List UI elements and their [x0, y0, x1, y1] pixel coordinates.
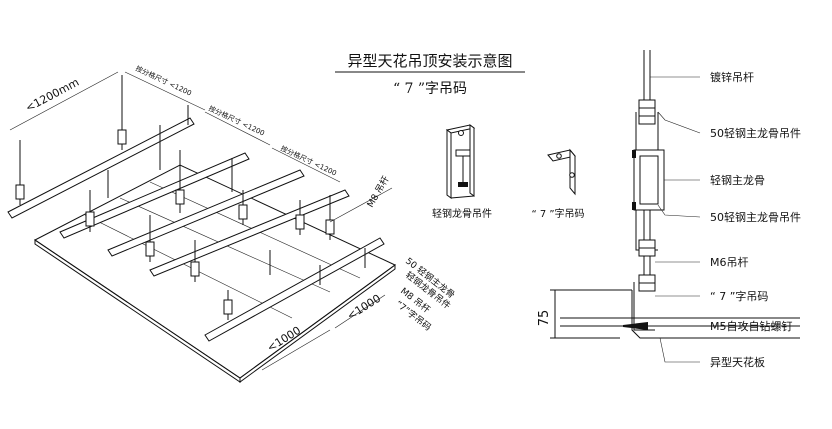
main-keel-4	[149, 189, 350, 277]
panel-edge-right	[239, 264, 396, 383]
hanger-clips	[15, 129, 335, 315]
dim-1200-label: <1200mm	[23, 76, 81, 115]
hanger-slot	[455, 149, 471, 157]
nut	[638, 115, 656, 125]
clip	[117, 129, 127, 145]
hanger-bottom	[450, 195, 475, 199]
panel-bend	[631, 290, 800, 339]
keel-lip	[632, 150, 636, 158]
dim-75: 75	[537, 310, 552, 327]
isometric-ceiling-view: <1200mm 按分格尺寸 <1200 按分格尺寸 <1200 按分格尺寸 <1…	[7, 64, 457, 383]
note-line-1	[124, 71, 206, 111]
part-a-label: 轻钢龙骨吊件	[432, 207, 492, 220]
clip	[295, 214, 305, 230]
leader-50-hanger-2	[657, 204, 701, 218]
label-screw: M5自攻自钻螺钉	[710, 319, 793, 333]
clip	[190, 261, 200, 277]
hanger-nut	[458, 182, 468, 187]
keel-hanger-part	[445, 124, 476, 199]
hanger-left	[446, 129, 452, 199]
note-line-2	[204, 111, 271, 146]
nut	[638, 274, 656, 284]
main-keel-2	[59, 152, 250, 239]
clip	[175, 189, 185, 205]
label-50-hanger-1: 50轻钢主龙骨吊件	[710, 126, 801, 140]
label-50-hanger-2: 50轻钢主龙骨吊件	[710, 210, 801, 224]
leader-50-hanger-1	[657, 111, 701, 134]
seven-code-part	[547, 148, 576, 196]
panel-joint-1	[84, 214, 293, 319]
leader-panel	[659, 337, 700, 363]
label-m6-rod: M6吊杆	[710, 255, 749, 269]
clip	[325, 219, 335, 235]
section-view: 75 镀锌吊杆 50轻钢主龙骨吊件 轻钢主龙骨 50轻钢主龙骨吊件 M6吊杆 “…	[537, 50, 801, 369]
dim-line-1200	[9, 71, 119, 131]
clip	[145, 241, 155, 257]
main-keel-1	[7, 117, 195, 219]
code-side	[569, 148, 576, 196]
hanger-right	[469, 124, 475, 197]
label-galv-rod: 镀锌吊杆	[710, 70, 754, 84]
note-2: 按分格尺寸 <1200	[207, 104, 266, 138]
part-b-label: “ 7 ”字吊码	[531, 207, 584, 220]
label-m8-rod: M8 吊杆	[364, 174, 392, 210]
code-hole-2	[569, 172, 575, 178]
dim-line-1000-a	[261, 329, 331, 371]
code-hole-1	[556, 153, 562, 159]
note-line-3	[271, 147, 341, 183]
nut	[638, 247, 656, 257]
screw	[623, 322, 648, 330]
diagram-title: 异型天花吊顶安装示意图	[347, 52, 512, 70]
clip	[223, 299, 233, 315]
clip	[238, 204, 248, 220]
main-keel-inner	[639, 155, 659, 205]
label-main-keel: 轻钢主龙骨	[710, 173, 765, 187]
part-details: 轻钢龙骨吊件 “ 7 ”字吊码	[432, 124, 585, 220]
nut	[638, 107, 656, 117]
clip	[15, 184, 25, 200]
label-7-code-right: “ 7 ”字吊码	[710, 289, 768, 303]
main-keel-rows	[7, 117, 385, 342]
leader-m8	[329, 187, 393, 223]
clip	[85, 211, 95, 227]
note-3: 按分格尺寸 <1200	[279, 144, 338, 178]
label-panel: 异型天花板	[710, 355, 765, 369]
nut	[638, 99, 656, 109]
nut	[638, 239, 656, 249]
dim-line-1000-b	[334, 294, 386, 329]
nut	[638, 282, 656, 292]
main-keel-3	[107, 169, 305, 257]
diagram-subtitle: “ 7 ”字吊码	[393, 81, 467, 97]
main-keel-5	[204, 237, 385, 342]
keel-lip	[632, 202, 636, 210]
hanger-hole	[458, 130, 464, 136]
